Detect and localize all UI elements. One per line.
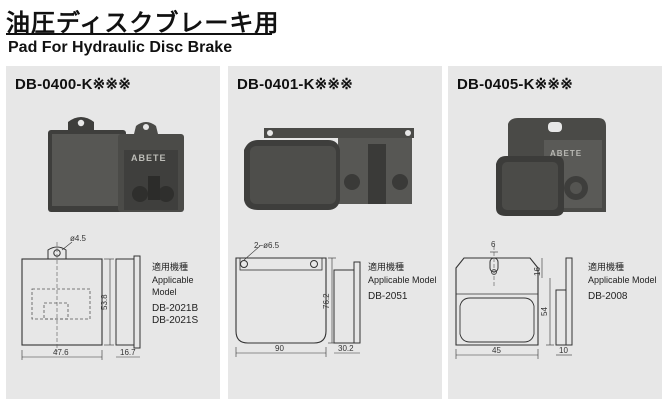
dim-hole: ø4.5 [70,234,87,243]
dim-width: 45 [492,346,501,355]
applicable-model-block: 適用機種 Applicable Model DB-2008 [588,262,657,303]
applicable-model-block: 適用機種 Applicable Model DB-2051 [368,262,437,303]
dim-width: 47.6 [53,348,69,357]
model-item: DB-2051 [368,291,408,302]
model-item: DB-2021B [152,303,199,314]
product-code: DB-0405-K※※※ [457,76,573,93]
dim-height: 54 [540,307,549,316]
page-title-jp: 油圧ディスクブレーキ用 [6,9,280,37]
model-item: DB-2021S [152,315,199,326]
pad-photo-db-0400: ABETE [48,117,184,212]
dim-top: 16 [533,267,542,276]
technical-drawing-db-0405: 6 16 54 45 10 [455,240,573,359]
product-code: DB-0401-K※※※ [237,76,353,93]
applicable-label-en: Applicable Model [152,275,194,297]
brand-stamp: ABETE [131,153,167,163]
applicable-label-jp: 適用機種 [152,263,189,273]
product-code: DB-0400-K※※※ [15,76,131,93]
technical-drawing-db-0400: ø4.5 53.8 47.6 16.7 [21,234,141,360]
dim-height: 76.2 [322,293,331,309]
dim-thickness: 10 [559,346,568,355]
technical-drawing-db-0401: 2−ø6.5 76.2 90 30.2 [235,241,361,357]
page-title-en: Pad For Hydraulic Disc Brake [8,39,233,56]
applicable-model-block: 適用機種 Applicable Model DB-2021B DB-2021S [152,262,220,327]
dim-thickness: 30.2 [338,344,354,353]
dim-height: 53.8 [100,294,109,310]
product-panel-db-0401: DB-0401-K※※※ 2−ø6.5 76.2 90 [228,66,442,399]
applicable-label-en: Applicable Model [368,275,437,285]
applicable-label-en: Applicable Model [588,275,657,285]
title-underline [6,33,272,35]
product-panel-db-0405: DB-0405-K※※※ ABETE 6 16 54 45 [448,66,662,399]
pad-photo-db-0405: ABETE [496,118,606,216]
pad-photo-db-0401 [244,128,414,210]
dim-hole: 2−ø6.5 [254,241,280,250]
applicable-label-jp: 適用機種 [588,263,625,273]
applicable-label-jp: 適用機種 [368,263,405,273]
dim-width: 90 [275,344,284,353]
product-panel-db-0400: DB-0400-K※※※ ABETE ø4.5 53.8 [6,66,220,399]
brand-stamp: ABETE [550,149,582,158]
dim-slot: 6 [491,240,496,249]
model-item: DB-2008 [588,291,628,302]
dim-thickness: 16.7 [120,348,136,357]
